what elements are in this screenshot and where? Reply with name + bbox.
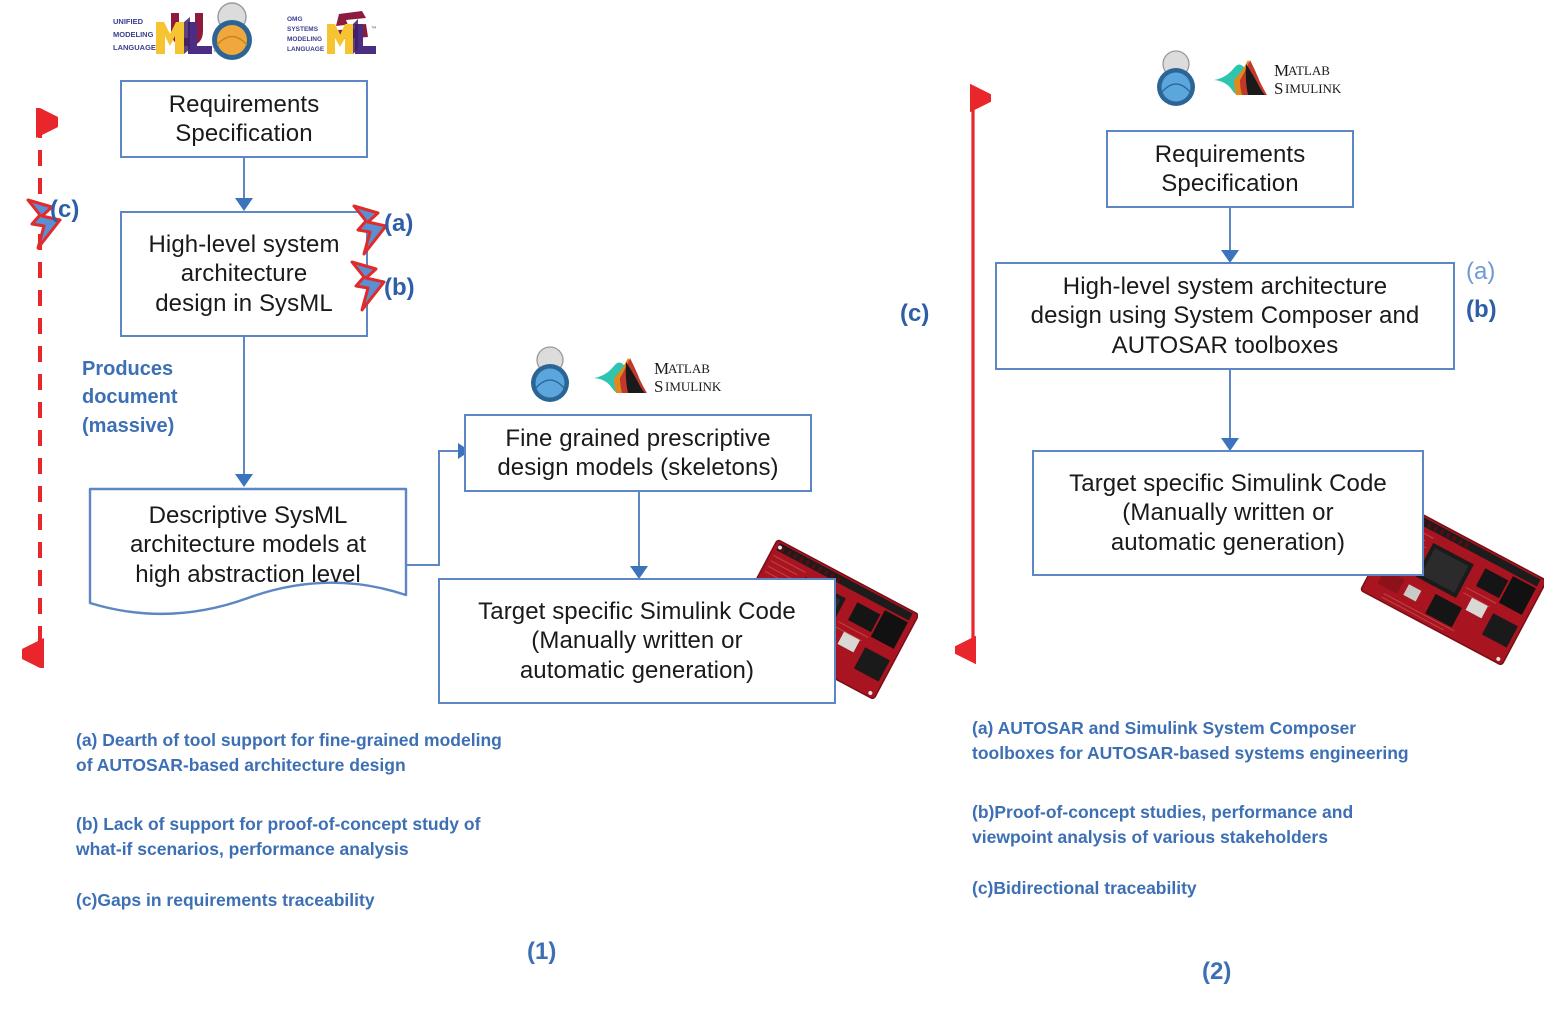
stakeholder-icon-p2 — [1150, 50, 1202, 108]
p2-traceability-arrow — [947, 82, 999, 666]
svg-text:MODELING: MODELING — [113, 30, 154, 39]
p2-legend-c: (c)Bidirectional traceability — [972, 878, 1197, 898]
svg-text:MODELING: MODELING — [287, 36, 322, 43]
p1-architecture-label: High-level system architecture design in… — [148, 231, 340, 317]
matlab-simulink-logo-p1: M ATLAB S IMULINK — [592, 352, 732, 398]
svg-text:S: S — [1274, 79, 1283, 98]
p2-architecture-box: High-level system architecture design us… — [995, 262, 1455, 370]
p1-connector-req-arch — [243, 158, 245, 202]
stakeholder-icon — [204, 2, 260, 62]
p1-connector-arch-desc — [243, 337, 245, 478]
p2-target-code-label: Target specific Simulink Code (Manually … — [1069, 470, 1387, 556]
p2-marker-a: (a) — [1466, 258, 1496, 285]
p1-marker-b: (b) — [384, 274, 415, 301]
p1-target-code-label: Target specific Simulink Code (Manually … — [478, 598, 796, 684]
svg-text:IMULINK: IMULINK — [665, 379, 722, 394]
svg-text:SYSTEMS: SYSTEMS — [287, 26, 319, 33]
p1-legend-b: (b) Lack of support for proof-of-concept… — [76, 814, 481, 860]
svg-text:M: M — [654, 359, 669, 378]
svg-text:LANGUAGE: LANGUAGE — [287, 46, 325, 53]
p1-descriptive-models-label: Descriptive SysML architecture models at… — [129, 502, 367, 588]
p2-marker-c: (c) — [900, 300, 930, 327]
svg-text:ATLAB: ATLAB — [1288, 63, 1330, 78]
svg-text:IMULINK: IMULINK — [1285, 81, 1342, 96]
p1-panel-number: (1) — [527, 938, 557, 965]
p2-legend-b: (b)Proof-of-concept studies, performance… — [972, 802, 1354, 848]
matlab-simulink-logo-p2: M ATLAB S IMULINK — [1212, 54, 1352, 100]
p1-architecture-box: High-level system architecture design in… — [120, 211, 368, 337]
svg-text:LANGUAGE: LANGUAGE — [113, 43, 156, 52]
sysml-logo: OMG SYSTEMS MODELING LANGUAGE ™ — [286, 8, 378, 62]
p2-arrowhead-arch-target — [1221, 438, 1239, 451]
svg-text:™: ™ — [213, 49, 219, 56]
svg-text:M: M — [1274, 61, 1289, 80]
p1-marker-a: (a) — [384, 210, 414, 237]
p2-panel-number: (2) — [1202, 958, 1232, 985]
svg-text:UNIFIED: UNIFIED — [113, 17, 144, 26]
uml-logo: UNIFIED MODELING LANGUAGE ™ — [112, 8, 224, 62]
p2-requirements-box: Requirements Specification — [1106, 130, 1354, 208]
p1-connector-desc-fine-v — [438, 450, 440, 566]
p1-traceability-arrow — [12, 106, 68, 670]
p1-connector-desc-fine-h2 — [438, 450, 462, 452]
p1-arrowhead-fine-target — [630, 566, 648, 579]
p2-architecture-label: High-level system architecture design us… — [1030, 273, 1420, 359]
svg-text:™: ™ — [371, 26, 377, 32]
stakeholder-icon-p1-mid — [524, 346, 576, 404]
p2-marker-b: (b) — [1466, 296, 1497, 323]
svg-text:ATLAB: ATLAB — [668, 361, 710, 376]
pcb-board-image-p2 — [1356, 494, 1544, 674]
p1-produces-document-note: Produces document (massive) — [82, 358, 178, 437]
p2-connector-arch-target — [1229, 370, 1231, 442]
p2-legend-a: (a) AUTOSAR and Simulink System Composer… — [972, 718, 1409, 764]
p1-marker-c: (c) — [50, 196, 80, 223]
p1-arrowhead-req-arch — [235, 198, 253, 211]
p2-requirements-label: Requirements Specification — [1154, 140, 1306, 197]
p1-legend-c: (c)Gaps in requirements traceability — [76, 890, 375, 910]
p1-connector-desc-fine-h1 — [406, 564, 440, 566]
p1-requirements-box: Requirements Specification — [120, 80, 368, 158]
lightning-bolt-icon-a — [348, 202, 394, 258]
p2-arrowhead-req-arch — [1221, 250, 1239, 263]
p1-target-code-box: Target specific Simulink Code (Manually … — [438, 578, 836, 704]
lightning-bolt-icon-b — [346, 258, 392, 314]
svg-text:OMG: OMG — [287, 16, 303, 23]
p1-fine-grained-label: Fine grained prescriptive design models … — [497, 424, 779, 481]
p2-connector-req-arch — [1229, 208, 1231, 254]
p1-arrowhead-arch-desc — [235, 474, 253, 487]
p1-requirements-label: Requirements Specification — [168, 90, 320, 147]
svg-text:S: S — [654, 377, 663, 396]
p1-descriptive-models-box: Descriptive SysML architecture models at… — [88, 487, 408, 622]
p1-fine-grained-box: Fine grained prescriptive design models … — [464, 414, 812, 492]
p2-target-code-box: Target specific Simulink Code (Manually … — [1032, 450, 1424, 576]
p1-connector-fine-target — [638, 492, 640, 570]
p1-legend-a: (a) Dearth of tool support for fine-grai… — [76, 730, 502, 776]
